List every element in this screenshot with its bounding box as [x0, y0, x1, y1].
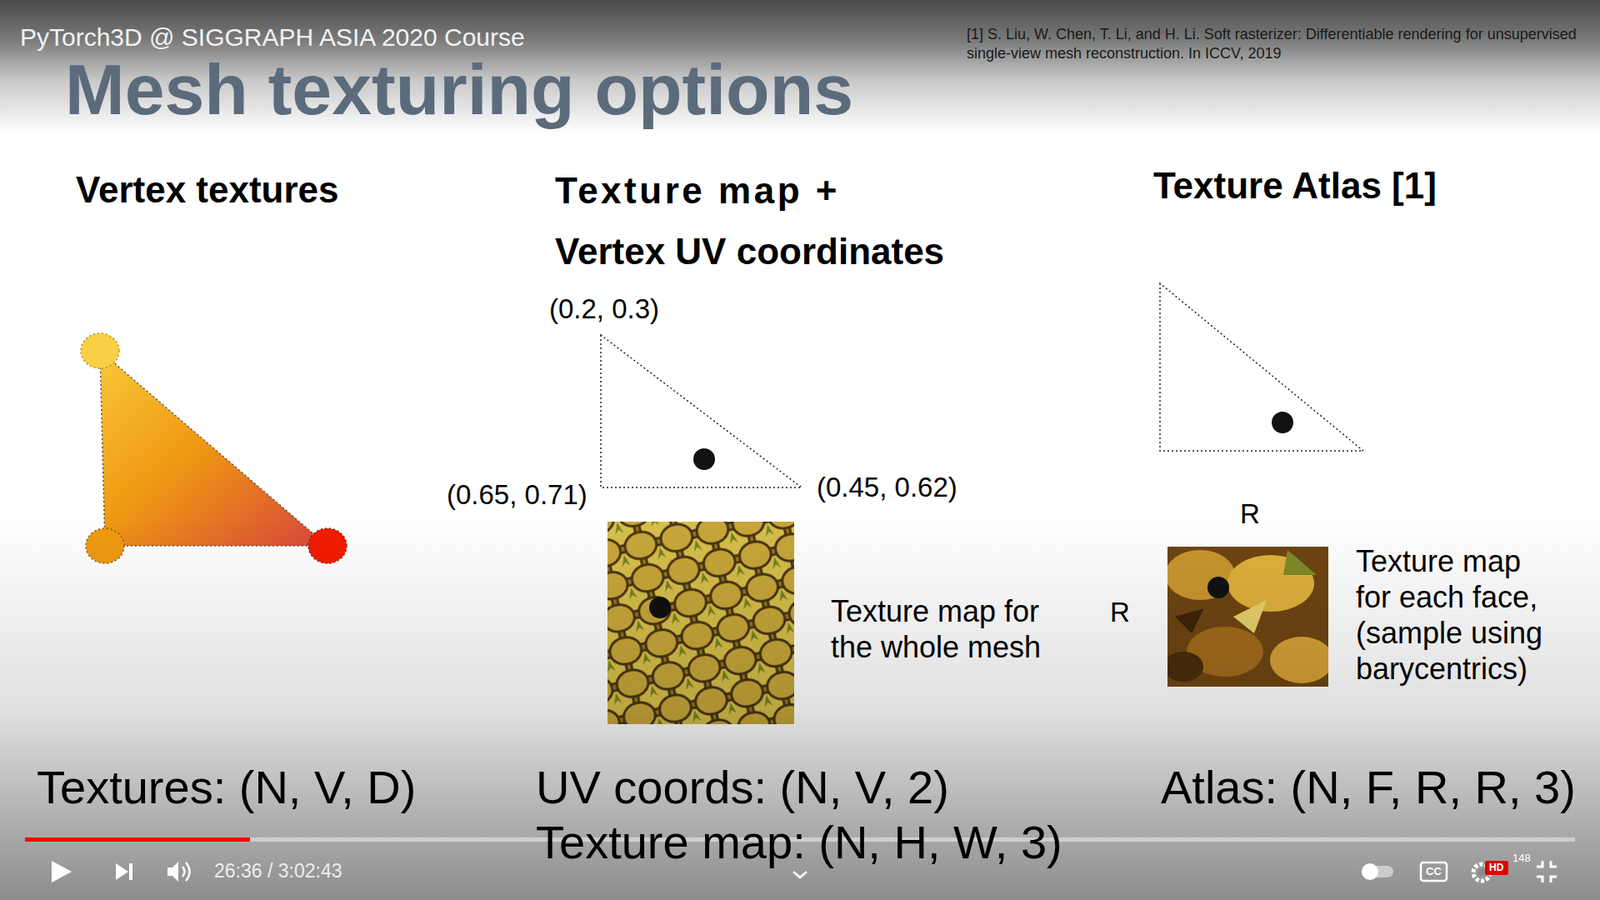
- hd-badge: HD: [1489, 861, 1504, 874]
- cc-icon-frame: [1420, 862, 1447, 881]
- hd-badge-ground: [1485, 860, 1509, 875]
- triangle-face: [100, 350, 328, 546]
- texture-note: Texture map for each face, (sample using…: [1355, 543, 1555, 687]
- volume-icon: [167, 861, 190, 882]
- autoplay-toggle: [1361, 863, 1394, 880]
- tensor-shape: Atlas: (N, F, R, R, 3): [1160, 759, 1576, 815]
- fullscreen-exit-icon: [1536, 860, 1557, 883]
- gear-hub: [1478, 869, 1485, 876]
- tensor-shape: UV coords: (N, V, 2): [535, 759, 950, 815]
- uv-coordinate: (0.45, 0.62): [816, 470, 958, 505]
- citation-note: [1] S. Liu, W. Chen, T. Li, and H. Li. S…: [966, 25, 1588, 65]
- speaker-wave: [182, 866, 185, 877]
- play-icon: [51, 860, 72, 883]
- cc-badge: CC: [1425, 865, 1442, 879]
- tensor-shape: Textures: (N, V, D): [36, 759, 416, 815]
- uv-triangle: [600, 335, 802, 488]
- corner-mark: [1550, 876, 1557, 883]
- progress-played: [25, 837, 250, 842]
- corner-mark: [1536, 876, 1543, 883]
- resolution-count: 148: [1512, 851, 1531, 865]
- speaker-shape: [167, 861, 179, 882]
- sample-dot: [693, 448, 715, 470]
- texture-note: Texture map for the whole mesh: [830, 593, 1065, 665]
- uv-coordinate: (0.2, 0.3): [549, 292, 660, 326]
- next-icon: [115, 863, 133, 880]
- video-time: 26:36 / 3:02:43: [214, 860, 342, 884]
- settings-icon: [1473, 860, 1509, 881]
- uv-coordinate: (0.65, 0.71): [446, 478, 588, 512]
- column-heading: Texture map + Vertex UV coordinates: [555, 160, 955, 282]
- toggle-knob: [1361, 863, 1379, 880]
- sample-dot: [1271, 411, 1294, 434]
- corner-mark: [1550, 860, 1557, 867]
- speaker-wave: [185, 862, 190, 881]
- column-heading: Vertex textures: [75, 168, 340, 213]
- tensor-shape: Texture map: (N, H, W, 3): [535, 814, 1063, 870]
- corner-mark: [1536, 860, 1543, 867]
- vertex-dot: [80, 333, 120, 369]
- triangle-outline: [1160, 283, 1364, 451]
- atlas-triangle: [1160, 283, 1364, 451]
- chevron-icon: [793, 871, 807, 878]
- slide-header: PyTorch3D @ SIGGRAPH ASIA 2020 Course: [20, 22, 525, 53]
- slide-title: Mesh texturing options: [65, 46, 854, 133]
- dimension-label: R: [1110, 595, 1130, 630]
- top-overlay: [0, 0, 1600, 134]
- bottom-overlay: [0, 516, 1600, 900]
- triangle-outline: [600, 335, 802, 488]
- column-heading: Texture Atlas [1]: [1153, 164, 1437, 209]
- dimension-label: R: [1240, 497, 1260, 531]
